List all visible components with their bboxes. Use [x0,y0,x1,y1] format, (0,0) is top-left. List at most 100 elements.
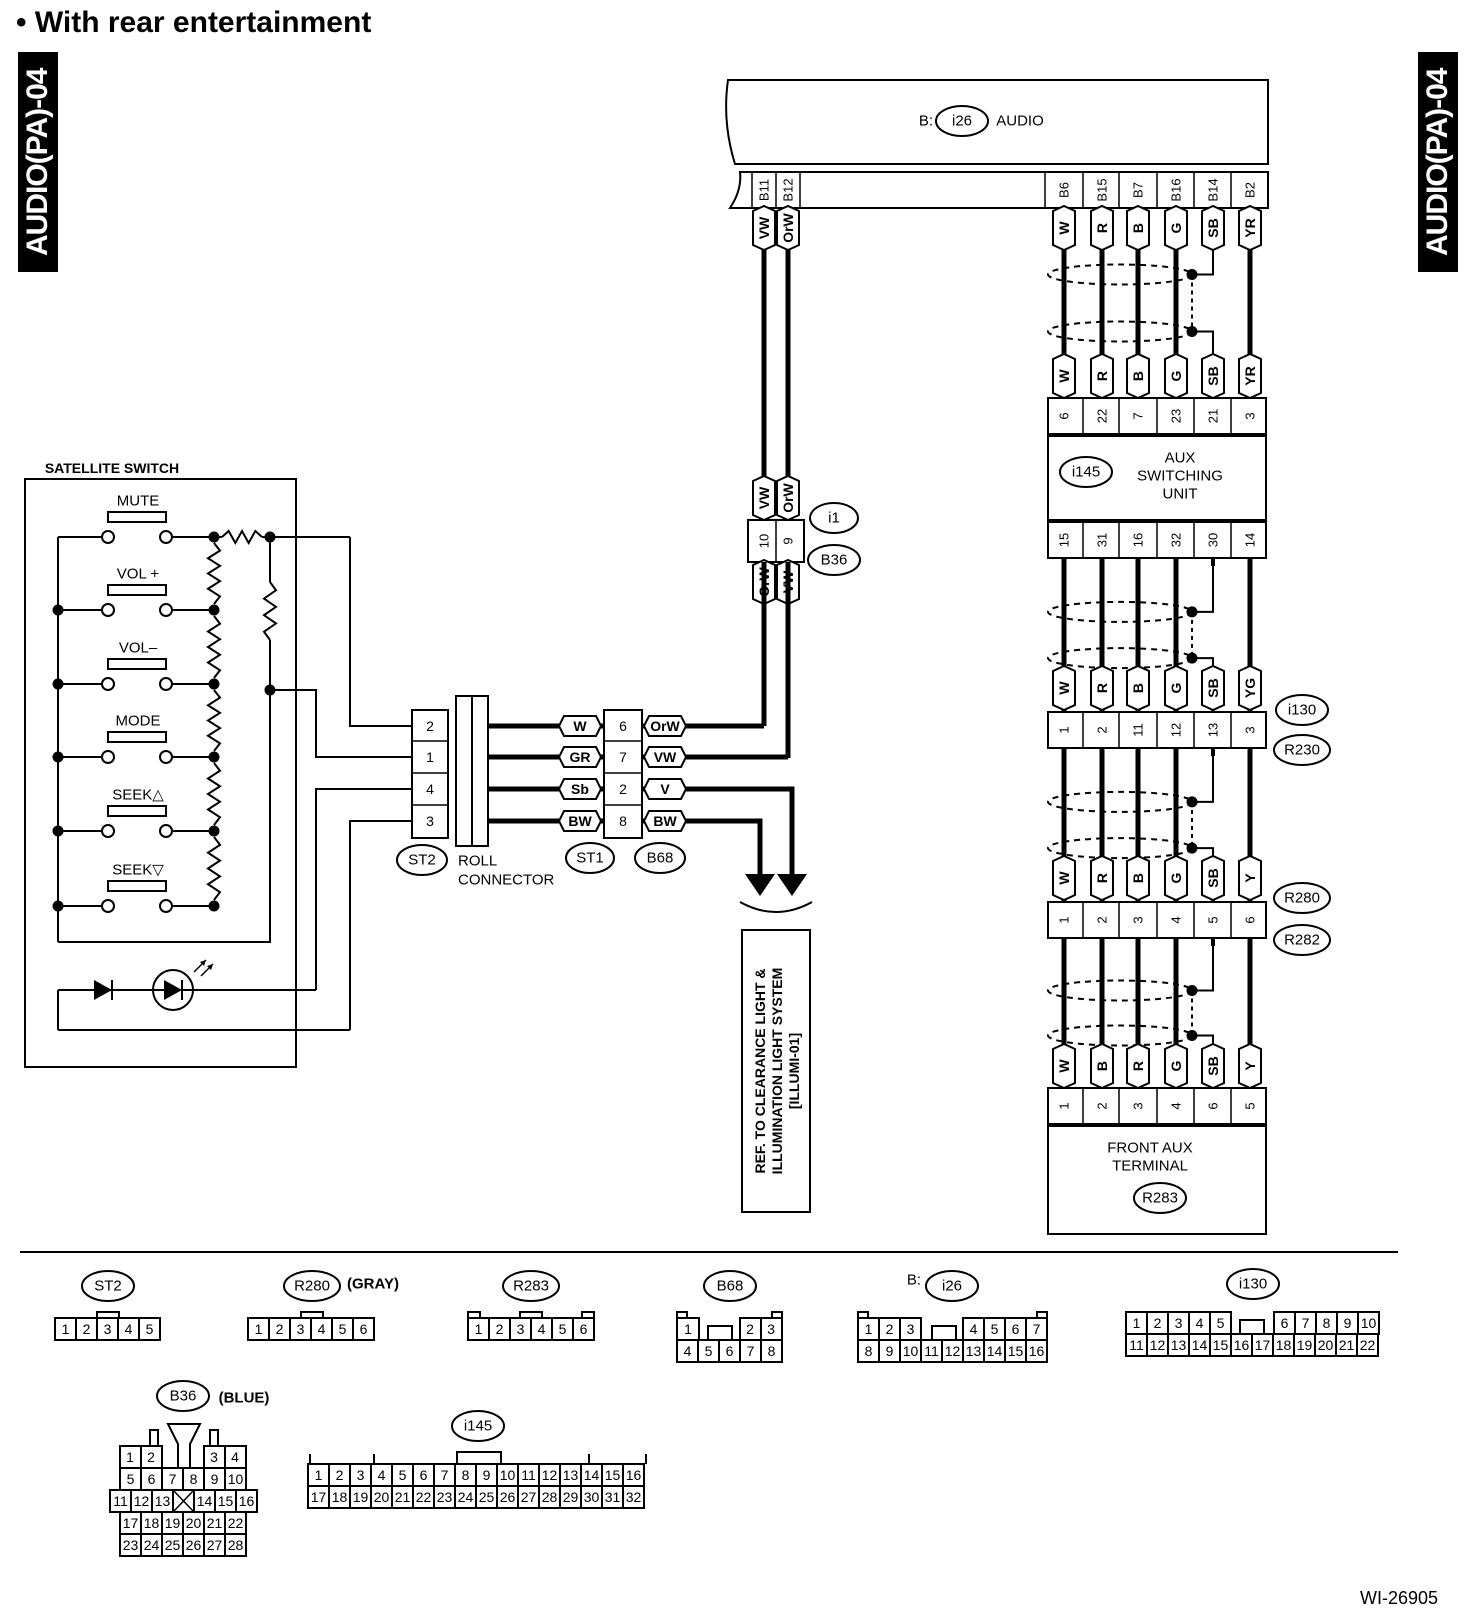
view-i26-pin: 11 [924,1343,939,1359]
b68-pin-label: 8 [619,813,627,829]
view-i130-pin: 4 [1196,1315,1204,1331]
view-st2-id: ST2 [81,1270,135,1302]
view-b36-pin: 6 [148,1471,156,1487]
connector-cell [622,1485,645,1509]
wire-tag [1126,204,1150,252]
audio-pin-label: B2 [1243,182,1258,198]
connector-oval [283,1270,341,1302]
wire-tag [1238,664,1262,712]
view-i130-pin: 12 [1150,1337,1166,1353]
view-i145-pin: 30 [584,1489,600,1505]
connector-oval [809,502,859,534]
led-ray-head [200,960,206,966]
audio-unit-box [725,79,1269,165]
view-b36-pin: 1 [126,1449,134,1465]
reference-text: [ILLUMI-01] [786,1033,802,1109]
view-i145-pin: 32 [626,1489,642,1505]
switch-label: VOL– [119,640,158,657]
junction-dot [208,751,220,763]
audio-pin-label: B11 [757,179,772,201]
switch-actuator [107,584,167,596]
view-r280-note: (GRAY) [347,1276,399,1293]
joint-r280-id: R280 [1273,882,1331,914]
switch-actuator [107,658,167,670]
junction-dot [208,604,220,616]
view-b36-id: B36 [156,1380,210,1412]
wire-color-label: Sb [571,781,589,797]
view-r283-pin: 5 [559,1321,567,1337]
wire-color-label: OrW [780,482,796,512]
view-b36-pin: 8 [190,1471,198,1487]
shield-ellipse [1047,600,1193,623]
view-i145-pin: 12 [542,1467,558,1483]
switch-actuator [107,805,167,817]
resistor-ladder [206,836,222,901]
connector-oval [925,1270,979,1302]
view-b36-pin: 2 [147,1449,155,1465]
view-i145-pin: 16 [626,1467,642,1483]
connector-oval-label: R282 [1284,932,1320,949]
joint-i1-id: i1 [809,502,859,534]
shield-ellipse [1047,320,1193,343]
connector-oval [634,842,686,874]
wire-tag [1238,204,1262,252]
view-r280-id: R280 [283,1270,341,1302]
switch-contact [101,530,115,544]
resistor-ladder [206,615,222,679]
view-i145-pin: 15 [605,1467,621,1483]
wire-tag [557,778,603,800]
view-b36-pin: 21 [207,1515,223,1531]
satellite-switch-box [24,478,297,1068]
wire-tag [1052,352,1076,400]
resistor [262,581,278,641]
connector-oval-label: i1 [828,510,840,527]
front-aux-connector-id: R283 [1133,1182,1187,1214]
view-r280-pin: 1 [255,1321,263,1337]
view-b36-pin: 15 [218,1493,234,1509]
connector-oval-label: ST2 [94,1278,122,1295]
connector-key [707,1325,733,1341]
view-i145-pin: 22 [416,1489,432,1505]
st2-pin-label: 2 [426,718,434,734]
view-i145-pin: 18 [332,1489,348,1505]
connector-oval-label: ST1 [576,850,604,867]
connector-cell [1356,1333,1379,1357]
pin-number: 31 [1095,533,1110,547]
view-r283-pin: 1 [475,1321,483,1337]
pin-number: 14 [1243,533,1258,547]
wire-tag [1164,664,1188,712]
wire-color-label: SB [1205,366,1221,385]
wire-color-label: SB [1205,868,1221,887]
pin-number: 3 [1131,1102,1146,1109]
pin-number: 1 [1057,1102,1072,1109]
wire-st2-2 [349,537,412,727]
audio-prefix: B: [919,113,933,130]
view-i130-pin: 9 [1344,1315,1352,1331]
switch-contact [159,750,173,764]
connector-key [467,1311,481,1319]
wire-color-label: OrW [780,212,796,242]
pin-number: 5 [1243,1102,1258,1109]
wire-tag [752,474,776,522]
view-b36-pin: 13 [155,1493,171,1509]
pin-number: 1 [1057,726,1072,733]
resistor [221,528,263,546]
connector-oval-label: R283 [513,1278,549,1295]
view-b36-pin: 14 [197,1493,213,1509]
wire-color-label: YR [1242,218,1258,237]
view-i145-pin: 13 [563,1467,579,1483]
pin-number: 16 [1131,533,1146,547]
view-i26-pin: 1 [865,1321,873,1337]
wire-color-label: R [1094,371,1110,381]
wire-tag [642,810,688,832]
view-i130-pin: 13 [1171,1337,1187,1353]
st2-pin-label: 3 [426,813,434,829]
junction-dot [52,678,64,690]
view-b68-pin: 1 [684,1321,692,1337]
connector-oval [807,544,861,576]
connector-oval-label: R283 [1142,1190,1178,1207]
wire-color-label: OrW [650,718,680,734]
wire-color-label: G [1168,682,1184,693]
view-i130-pin: 6 [1281,1315,1289,1331]
shield-ellipse [1047,647,1193,670]
